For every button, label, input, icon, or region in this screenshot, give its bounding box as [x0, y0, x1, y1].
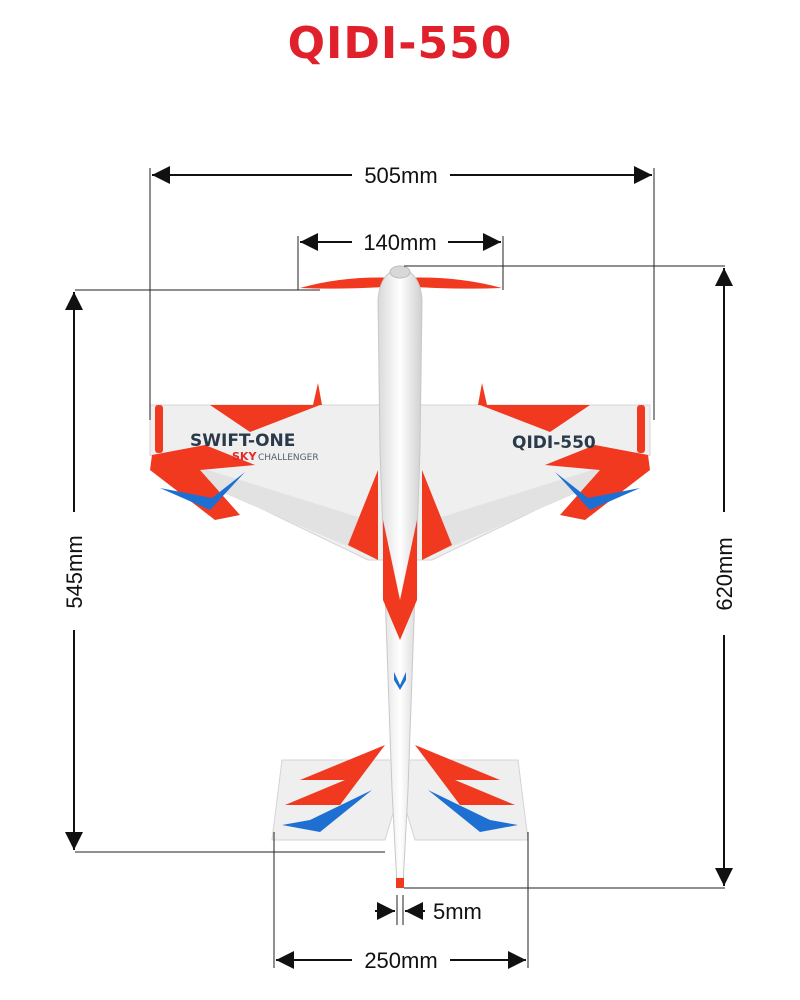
- tail-span-dimension: 250mm: [273, 832, 529, 973]
- left-wingtip-plate: [155, 405, 163, 453]
- left-wing-center-red: [348, 470, 378, 560]
- fuselage-blue-marking: [394, 672, 406, 690]
- tail-left-red: [285, 745, 385, 805]
- tail-span-label: 250mm: [364, 948, 437, 973]
- right-wing-red-stripe: [545, 445, 650, 520]
- airplane: [149, 265, 651, 888]
- spinner: [389, 265, 411, 279]
- right-wing-brand: QIDI-550: [512, 433, 596, 453]
- rudder-width-label: 5mm: [433, 899, 482, 924]
- overall-length-label: 620mm: [712, 537, 737, 610]
- wingspan-label: 505mm: [364, 163, 437, 188]
- tail-right-red: [415, 745, 515, 805]
- left-wing-fin: [313, 383, 322, 405]
- left-wing-shade: [160, 455, 368, 555]
- page-title: QIDI-550: [287, 18, 513, 69]
- right-wing-fin: [478, 383, 487, 405]
- fuselage-length-label: 545mm: [62, 535, 87, 608]
- rudder-width-dimension: 5mm: [375, 895, 482, 925]
- propeller-dimension: 140mm: [297, 230, 504, 290]
- tail-right-blue: [428, 790, 518, 832]
- left-wing-sub-challenger: CHALLENGER: [258, 453, 319, 463]
- tail-left-blue: [282, 790, 372, 832]
- left-wing-brand: SWIFT-ONE: [190, 431, 295, 451]
- left-wing-red-stripe: [150, 445, 255, 520]
- wingspan-dimension: 505mm: [149, 163, 655, 420]
- fuselage-length-dimension: 545mm: [62, 289, 385, 853]
- right-wing-center-red: [422, 470, 452, 560]
- left-wing-blue-stripe: [160, 472, 245, 510]
- rudder-tip: [396, 878, 404, 888]
- right-wing-blue-stripe: [555, 472, 640, 510]
- right-wing-shade: [432, 455, 640, 555]
- right-wingtip-plate: [637, 405, 645, 453]
- propeller-label: 140mm: [363, 230, 436, 255]
- left-wing-red-stripe-top: [210, 405, 320, 432]
- overall-length-dimension: 620mm: [404, 265, 737, 889]
- right-wing-red-stripe-top: [480, 405, 590, 432]
- left-wing-sub-sky: SKY: [232, 450, 257, 463]
- fuselage-red-marking: [383, 520, 417, 640]
